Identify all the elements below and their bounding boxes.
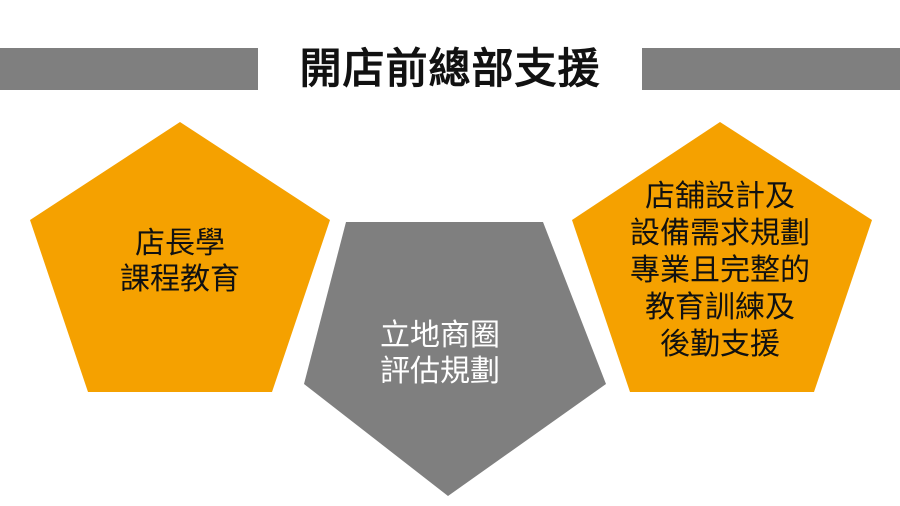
pentagon-center-inverted — [304, 222, 606, 496]
pentagon-center-label: 立地商圈 評估規劃 — [320, 318, 560, 390]
pentagon-right-label: 店舖設計及 設備需求規劃 專業且完整的 教育訓練及 後勤支援 — [590, 178, 850, 363]
slide-title: 開店前總部支援 — [299, 44, 601, 93]
pentagon-right — [572, 122, 872, 392]
pentagon-right-line: 店舖設計及 — [645, 179, 795, 214]
pentagon-center-line: 評估規劃 — [380, 354, 500, 389]
pentagon-left-label: 店長學 課程教育 — [60, 226, 300, 298]
pentagon-right-line: 專業且完整的 — [630, 253, 810, 288]
title-bar-right — [642, 48, 900, 90]
pentagon-left — [30, 122, 330, 392]
pentagon-center-line: 立地商圈 — [380, 318, 500, 353]
pentagon-right-line: 設備需求規劃 — [630, 216, 810, 251]
pentagon-right-line: 後勤支援 — [660, 327, 780, 362]
title-bar-left — [0, 48, 258, 90]
pentagon-left-line: 課程教育 — [120, 262, 240, 297]
pentagon-right-line: 教育訓練及 — [645, 290, 795, 325]
pentagon-left-line: 店長學 — [135, 226, 225, 261]
